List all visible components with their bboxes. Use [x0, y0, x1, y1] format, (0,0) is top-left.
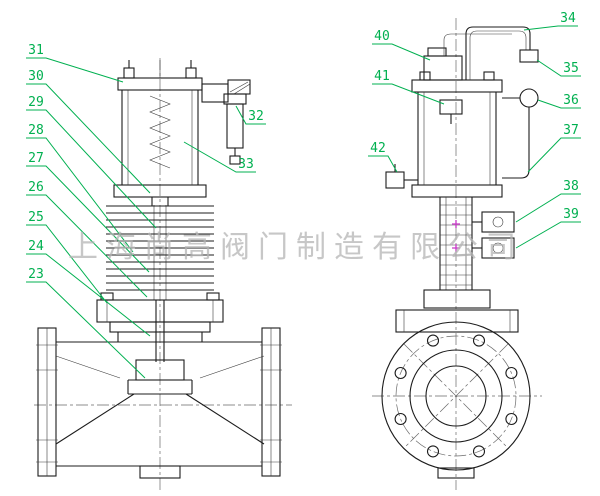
callout-27: 27 — [28, 151, 44, 166]
callout-33: 33 — [238, 157, 254, 172]
callout-39: 39 — [563, 207, 579, 222]
callout-29: 29 — [28, 95, 44, 110]
callout-32: 32 — [248, 109, 264, 124]
callout-42: 42 — [370, 141, 386, 156]
right-view — [372, 18, 542, 490]
callout-28: 28 — [28, 123, 44, 138]
callout-41: 41 — [374, 69, 390, 84]
callout-24: 24 — [28, 239, 44, 254]
callout-25: 25 — [28, 210, 44, 225]
callout-37: 37 — [563, 123, 579, 138]
callout-36: 36 — [563, 93, 579, 108]
callout-23: 23 — [28, 267, 44, 282]
callout-leader-lines — [26, 25, 581, 379]
callout-38: 38 — [563, 179, 579, 194]
company-watermark: 上海尚高阀门制造有限公司 — [68, 230, 524, 265]
callout-31: 31 — [28, 43, 44, 58]
callout-35: 35 — [563, 61, 579, 76]
callout-30: 30 — [28, 69, 44, 84]
callout-40: 40 — [374, 29, 390, 44]
callout-26: 26 — [28, 180, 44, 195]
left-view — [34, 58, 292, 490]
callout-34: 34 — [560, 11, 576, 26]
